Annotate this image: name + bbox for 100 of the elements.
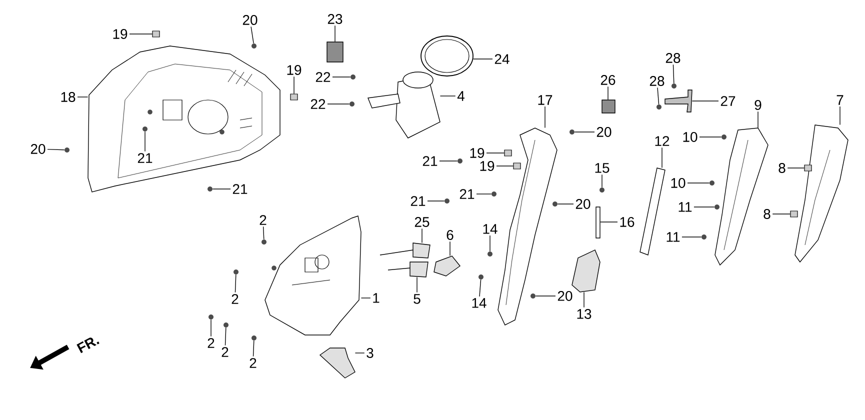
leader-line xyxy=(332,76,351,78)
callout-number: 28 xyxy=(650,76,664,86)
nut xyxy=(290,94,298,100)
nut xyxy=(513,162,521,170)
leader-line xyxy=(262,226,264,240)
callout-number: 20 xyxy=(596,127,612,137)
screw xyxy=(702,234,706,240)
leader-line xyxy=(47,148,65,150)
callout-number: 2 xyxy=(260,215,266,225)
screw xyxy=(262,240,266,244)
screw xyxy=(478,274,484,280)
strip xyxy=(640,168,666,256)
callout-number: 17 xyxy=(538,95,552,105)
callout-number: 4 xyxy=(457,91,464,101)
leader-line xyxy=(544,106,546,128)
leader-line xyxy=(657,87,660,105)
callout-number: 12 xyxy=(655,136,670,146)
trim-strip-drawing xyxy=(498,128,558,326)
bracket xyxy=(664,90,692,112)
screw xyxy=(208,314,214,320)
leader-line xyxy=(334,25,336,42)
callout-number: 20 xyxy=(30,144,46,154)
callout-number: 8 xyxy=(778,163,786,173)
screw xyxy=(64,148,70,152)
screw xyxy=(458,158,462,164)
callout-number: 14 xyxy=(483,224,498,234)
callout-number: 10 xyxy=(683,132,698,142)
cover-drawing xyxy=(264,216,362,336)
screw xyxy=(722,134,726,140)
callout-number: 13 xyxy=(577,309,592,319)
leader-line xyxy=(479,279,482,297)
callout-number: 22 xyxy=(316,72,330,82)
spring xyxy=(600,188,604,192)
panel-drawing xyxy=(88,46,280,192)
screw xyxy=(530,294,536,298)
nut xyxy=(152,30,160,38)
callout-number: 2 xyxy=(250,358,256,368)
screw xyxy=(350,102,354,106)
screw xyxy=(710,180,714,186)
screw xyxy=(208,186,212,192)
callout-number: 20 xyxy=(558,291,572,301)
callout-number: 2 xyxy=(208,338,214,348)
nut xyxy=(504,150,512,156)
callout-number: 20 xyxy=(242,15,258,25)
callout-number: 11 xyxy=(666,232,680,242)
callout-number: 9 xyxy=(754,100,762,110)
leader-line xyxy=(234,274,236,293)
callout-number: 20 xyxy=(576,199,590,209)
leader-line xyxy=(77,96,88,98)
screw xyxy=(672,84,676,88)
callout-number: 7 xyxy=(836,95,844,105)
callout-number: 21 xyxy=(422,156,438,166)
callout-number: 8 xyxy=(764,209,770,219)
leader-line xyxy=(354,352,365,354)
connector xyxy=(388,262,428,278)
callout-number: 28 xyxy=(666,53,680,63)
callout-number: 19 xyxy=(470,148,484,158)
callout-number: 24 xyxy=(494,54,510,64)
callout-number: 19 xyxy=(113,29,128,39)
direction-label: FR. xyxy=(76,338,100,354)
screw xyxy=(252,44,256,48)
callout-number: 19 xyxy=(480,161,494,171)
screw xyxy=(234,270,238,274)
screw xyxy=(444,198,450,204)
screw xyxy=(552,202,558,206)
pin xyxy=(596,206,600,238)
nut xyxy=(790,210,798,218)
leader-line xyxy=(416,276,418,293)
callout-number: 16 xyxy=(620,217,634,227)
screw xyxy=(492,192,496,196)
screw xyxy=(252,336,256,340)
callout-number: 26 xyxy=(600,75,616,85)
leader-line xyxy=(694,206,715,208)
callout-number: 10 xyxy=(671,178,686,188)
side-panel-drawing xyxy=(714,128,768,266)
callout-number: 21 xyxy=(232,184,248,194)
callout-number: 22 xyxy=(310,99,326,109)
callout-number: 14 xyxy=(472,298,486,308)
leader-line xyxy=(472,58,493,60)
callout-number: 27 xyxy=(720,96,736,106)
callout-number: 1 xyxy=(373,293,380,303)
callout-number: 21 xyxy=(410,196,426,206)
screw xyxy=(488,252,492,256)
leader-line xyxy=(672,64,674,84)
callout-number: 5 xyxy=(414,294,420,304)
callout-number: 3 xyxy=(366,348,374,358)
screw xyxy=(656,104,662,110)
callout-number: 23 xyxy=(328,14,342,24)
grommet xyxy=(326,42,344,62)
leader-line xyxy=(144,131,146,152)
leader-line xyxy=(682,236,702,238)
screw xyxy=(570,130,574,134)
lock-cylinder-drawing xyxy=(368,72,440,138)
leader-line xyxy=(439,160,458,162)
leader-line xyxy=(210,319,212,337)
callout-number: 25 xyxy=(414,217,430,227)
ring xyxy=(420,36,474,76)
screw xyxy=(350,74,356,80)
socket xyxy=(434,256,460,276)
callout-number: 21 xyxy=(460,189,474,199)
